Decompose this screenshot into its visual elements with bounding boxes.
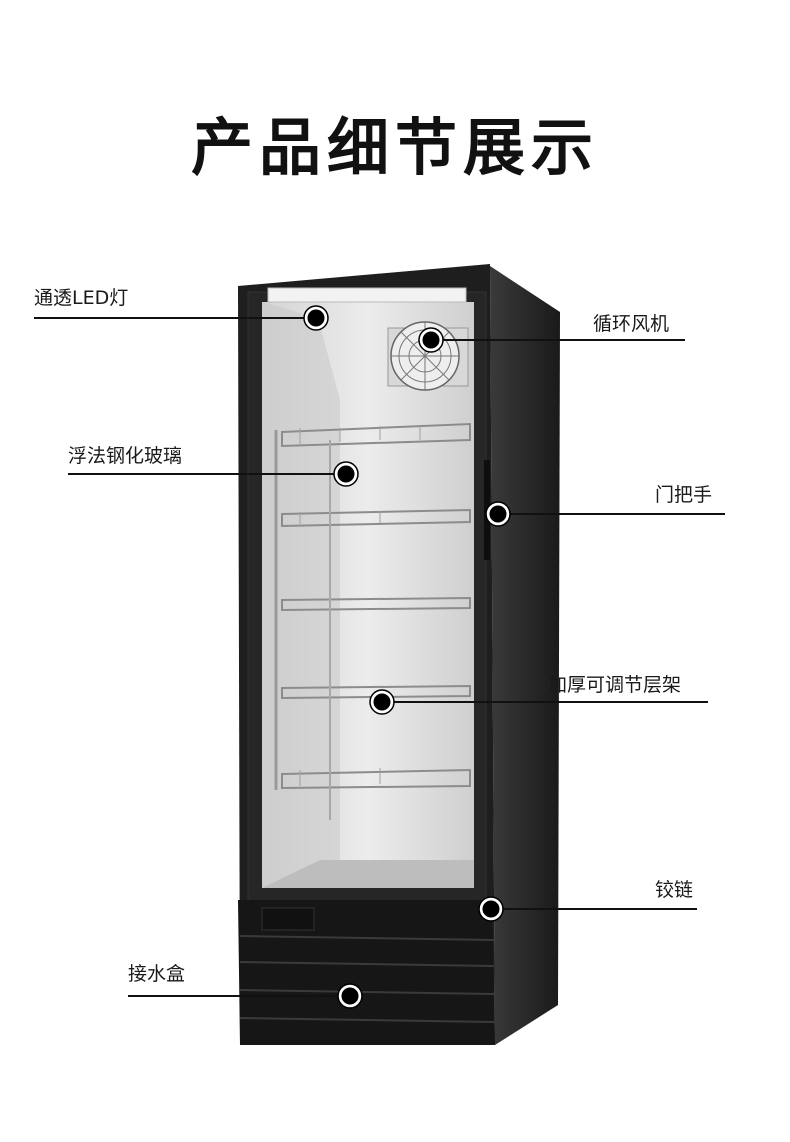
callout-fan: 循环风机: [593, 313, 670, 335]
callout-glass: 浮法钢化玻璃: [68, 445, 183, 467]
inner-left-wall: [262, 302, 340, 888]
callout-drip-tray: 接水盒: [128, 963, 186, 985]
cabinet-side: [490, 266, 560, 1045]
shelf: [281, 422, 471, 790]
callout-handle: 门把手: [655, 484, 713, 506]
page-title: 产品细节展示: [190, 111, 599, 184]
callout-led-light: 通透LED灯: [34, 287, 129, 309]
callout-shelf: 加厚可调节层架: [548, 674, 682, 696]
drip-tray-label-plate: [261, 907, 315, 931]
callout-hinge: 铰链: [655, 879, 694, 901]
led-strip: [267, 287, 467, 303]
callout-dot: [304, 306, 510, 1008]
inner-floor: [262, 860, 474, 888]
